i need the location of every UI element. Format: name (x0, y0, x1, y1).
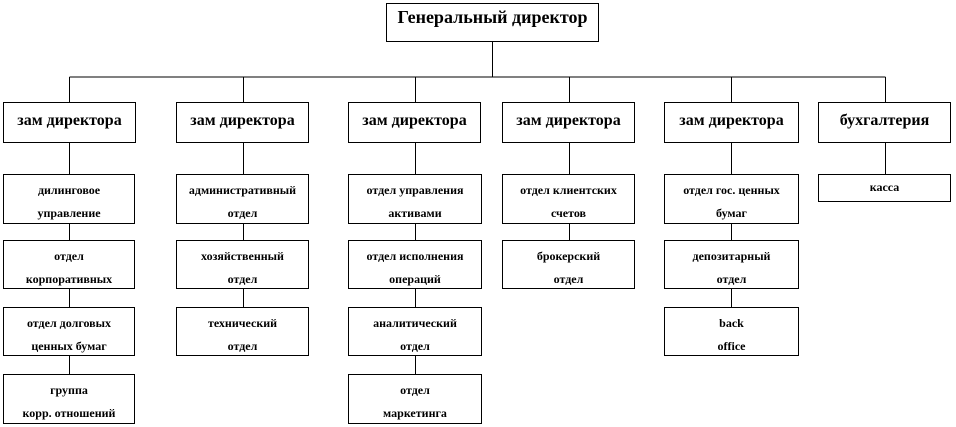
unit-box-economic: хозяйственный отдел (176, 240, 309, 289)
unit-label: касса (869, 180, 900, 194)
deputy-director-label: зам директора (516, 112, 621, 129)
unit-label: административный отдел (188, 183, 297, 220)
unit-box-correspondent: группа корр. отношений (3, 374, 135, 424)
unit-box-asset-management: отдел управления активами (348, 174, 482, 224)
deputy-director-label: зам директора (190, 112, 295, 129)
deputy-director-label: зам директора (17, 112, 122, 129)
unit-box-corporate: отдел корпоративных б (3, 240, 135, 289)
unit-label: дилинговое управление (37, 183, 101, 220)
accounting-box: бухгалтерия (818, 102, 951, 143)
unit-box-government-securities: отдел гос. ценных бумаг (664, 174, 799, 224)
general-director-label: Генеральный директор (397, 7, 588, 27)
unit-box-depository: депозитарный отдел (664, 240, 799, 289)
unit-box-operations: отдел исполнения операций (348, 240, 482, 289)
unit-box-technical: технический отдел (176, 307, 309, 356)
unit-label: отдел клиентских счетов (520, 183, 617, 220)
unit-box-client-accounts: отдел клиентских счетов (502, 174, 635, 224)
unit-box-analytics: аналитический отдел (348, 307, 482, 356)
deputy-director-box-2: зам директора (176, 102, 309, 143)
deputy-director-box-4: зам директора (502, 102, 635, 143)
unit-box-back-office: back office (664, 307, 799, 356)
unit-label: хозяйственный отдел (201, 249, 284, 286)
unit-label: отдел корпоративных б (25, 249, 113, 286)
unit-label: отдел исполнения операций (366, 249, 464, 286)
unit-label: брокерский отдел (536, 249, 601, 286)
deputy-director-box-5: зам директора (664, 102, 799, 143)
accounting-label: бухгалтерия (839, 112, 930, 129)
unit-label: отдел маркетинга (383, 383, 447, 420)
unit-label: депозитарный отдел (692, 249, 771, 286)
deputy-director-label: зам директора (679, 112, 784, 129)
unit-label: back office (717, 316, 746, 353)
unit-box-brokerage: брокерский отдел (502, 240, 635, 289)
unit-label: отдел гос. ценных бумаг (683, 183, 780, 220)
unit-label: группа корр. отношений (22, 383, 116, 420)
unit-label: отдел долговых ценных бумаг (26, 316, 112, 353)
deputy-director-box-1: зам директора (3, 102, 136, 143)
unit-label: отдел управления активами (366, 183, 464, 220)
unit-box-marketing: отдел маркетинга (348, 374, 482, 424)
unit-box-dealing: дилинговое управление (3, 174, 135, 224)
deputy-director-label: зам директора (362, 112, 467, 129)
unit-label: аналитический отдел (373, 316, 457, 353)
deputy-director-box-3: зам директора (348, 102, 481, 143)
unit-box-debt-securities: отдел долговых ценных бумаг (3, 307, 135, 356)
unit-label: технический отдел (207, 316, 278, 353)
unit-box-administrative: административный отдел (176, 174, 309, 224)
unit-box-cashbox: касса (818, 174, 951, 202)
general-director-box: Генеральный директор (386, 3, 599, 42)
